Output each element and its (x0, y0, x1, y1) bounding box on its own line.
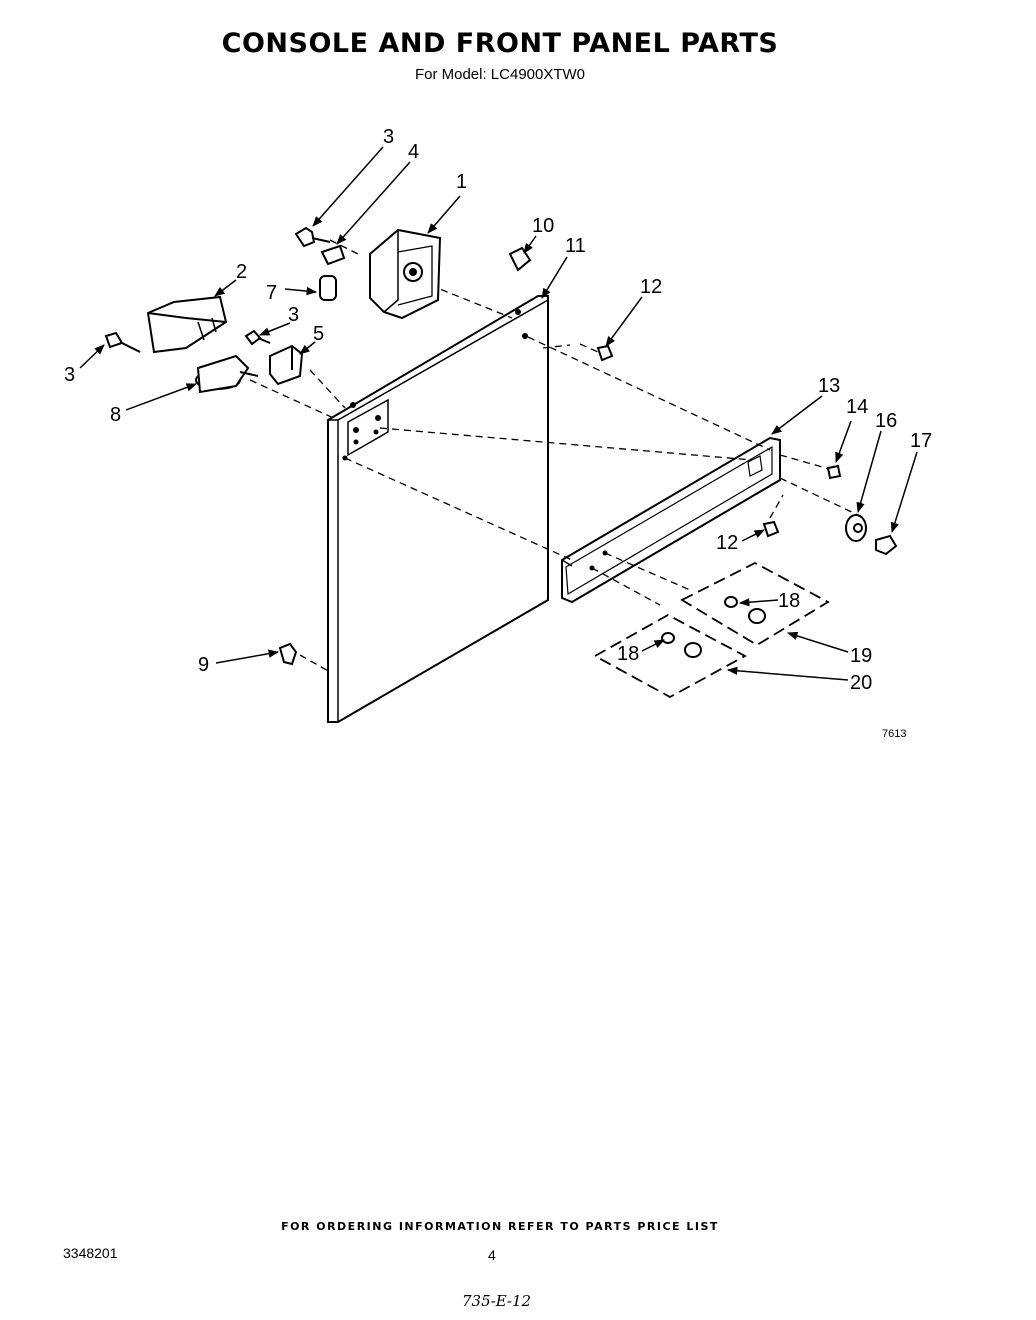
callout-12: 12 (640, 276, 662, 298)
callout-1: 1 (456, 171, 467, 193)
callout-17: 17 (910, 430, 932, 452)
callout-7: 7 (266, 282, 277, 304)
part-knob-assembly (826, 464, 898, 556)
callout-3: 3 (64, 364, 75, 386)
callout-11: 11 (565, 235, 586, 257)
callout-12: 12 (716, 532, 738, 554)
callout-13: 13 (818, 375, 840, 397)
callout-14: 14 (846, 396, 868, 418)
callout-9: 9 (198, 654, 209, 676)
page-number: 4 (488, 1247, 496, 1263)
document-number: 3348201 (63, 1245, 118, 1261)
callout-10: 10 (532, 215, 554, 237)
assembly-lines (249, 239, 859, 673)
leader-lines (79, 146, 918, 681)
part-nuts-18 (661, 596, 766, 658)
callout-labels: 1 2 3 3 3 4 5 7 8 9 10 11 12 12 13 14 16… (64, 126, 932, 740)
callout-3: 3 (288, 304, 299, 326)
ordering-note: FOR ORDERING INFORMATION REFER TO PARTS … (281, 1220, 719, 1233)
front-panel (327, 295, 549, 723)
part-switch (269, 344, 304, 386)
callout-8: 8 (110, 404, 121, 426)
callout-19: 19 (850, 645, 872, 667)
callout-2: 2 (236, 261, 247, 283)
model-subtitle: For Model: LC4900XTW0 (414, 66, 586, 83)
part-cap (508, 246, 532, 272)
part-clip-and-shaft (319, 244, 346, 301)
callout-18: 18 (617, 643, 639, 665)
callout-4: 4 (408, 141, 419, 163)
part-timer (369, 228, 442, 320)
kit-boxes (593, 561, 830, 699)
callout-5: 5 (313, 323, 324, 345)
console-rail (561, 436, 781, 604)
part-screw-9 (278, 642, 298, 666)
part-screws-12 (596, 344, 780, 538)
screws (104, 226, 331, 353)
callout-3: 3 (383, 126, 394, 148)
part-selector (195, 354, 259, 394)
callout-18: 18 (778, 590, 800, 612)
callout-16: 16 (875, 410, 897, 432)
figure-number: 7613 (882, 728, 906, 740)
page-title: CONSOLE AND FRONT PANEL PARTS (221, 28, 779, 59)
part-bracket (146, 295, 228, 354)
handwritten-code: 735-E-12 (462, 1292, 532, 1310)
callout-20: 20 (850, 672, 872, 694)
